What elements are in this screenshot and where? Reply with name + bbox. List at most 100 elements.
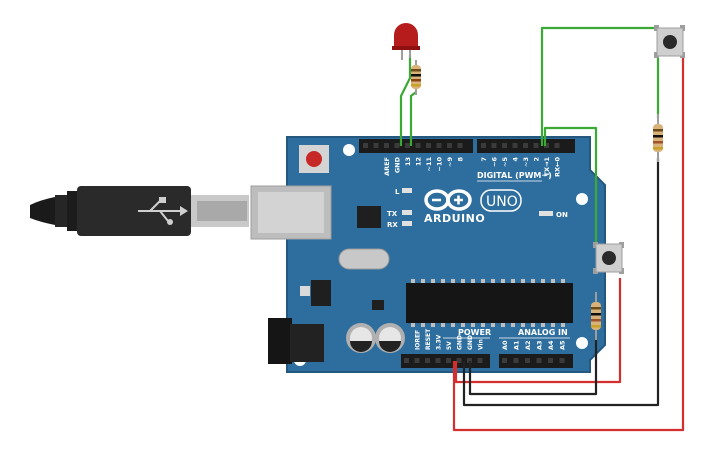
mount-hole — [576, 337, 588, 349]
pin-hole[interactable] — [477, 358, 483, 363]
pin-hole[interactable] — [523, 143, 528, 148]
regulator-tab — [300, 286, 310, 296]
pin-hole[interactable] — [456, 358, 462, 363]
digital-pin-label: GND — [394, 156, 402, 173]
led-tx-label: TX — [387, 210, 398, 218]
analog-pin-label: A0 — [501, 340, 509, 350]
digital-pin-label: ~6 — [491, 157, 499, 167]
usb-controller-chip — [357, 206, 381, 228]
power-pin-label: Vin — [478, 339, 485, 350]
power-pin-label: 3.3V — [436, 334, 443, 350]
resistor-button2[interactable] — [591, 292, 601, 340]
led-on — [539, 211, 553, 216]
digital-pin-label: TX→1 — [543, 157, 551, 177]
pin-hole[interactable] — [415, 143, 421, 148]
led-on-label: ON — [556, 211, 568, 219]
analog-pin-label: A5 — [559, 340, 567, 350]
wire-pin3-button2[interactable] — [543, 126, 598, 243]
digital-pin-label: 8 — [457, 157, 465, 162]
pin-hole[interactable] — [384, 143, 389, 148]
transistor — [372, 300, 384, 310]
wire-5v-button1[interactable] — [452, 58, 685, 432]
pin-hole[interactable] — [548, 358, 553, 363]
led-l-label: L — [395, 188, 400, 196]
led-l — [402, 188, 412, 193]
digital-pin-label: 2 — [533, 157, 541, 162]
wire-gnd-resistor1[interactable] — [462, 158, 660, 407]
digital-pin-label: ~3 — [522, 157, 530, 167]
led-rx — [402, 221, 412, 226]
led-rx-label: RX — [387, 221, 398, 229]
pin-hole[interactable] — [446, 358, 451, 363]
usb-icon — [138, 197, 188, 225]
digital-pin-label: ~11 — [425, 157, 433, 172]
power-pin-label: RESET — [425, 328, 432, 350]
analog-pin-label: A3 — [536, 340, 544, 350]
atmega-chip — [406, 279, 573, 327]
push-button-2[interactable] — [593, 242, 624, 274]
pin-hole[interactable] — [394, 143, 400, 148]
pin-hole[interactable] — [491, 143, 497, 148]
digital-pin-label: 12 — [415, 157, 423, 166]
wire-5v-button2[interactable] — [454, 278, 622, 384]
reset-button[interactable] — [299, 145, 329, 173]
pin-hole[interactable] — [481, 143, 486, 148]
digital-pin-label: 13 — [404, 157, 412, 166]
push-button-1[interactable] — [654, 25, 685, 58]
mount-hole — [576, 193, 588, 205]
pin-hole[interactable] — [525, 358, 530, 363]
pin-hole[interactable] — [559, 358, 565, 363]
crystal-oscillator — [338, 248, 390, 270]
voltage-regulator — [311, 280, 331, 306]
pin-hole[interactable] — [502, 358, 507, 363]
resistor-button1[interactable] — [653, 114, 663, 162]
analog-pin-label: A4 — [547, 340, 555, 350]
wire-gnd-resistor2[interactable] — [468, 336, 598, 396]
pin-hole[interactable] — [512, 143, 518, 148]
pin-hole[interactable] — [536, 358, 542, 363]
model-badge — [480, 189, 522, 212]
analog-label: ANALOG IN — [518, 328, 568, 337]
led-tx — [402, 210, 412, 215]
analog-pin-label: A2 — [524, 340, 532, 350]
power-header[interactable] — [401, 354, 490, 368]
pin-hole[interactable] — [544, 143, 549, 148]
resistor-led[interactable] — [411, 60, 421, 95]
pin-hole[interactable] — [447, 143, 452, 148]
power-jack — [268, 318, 324, 364]
power-pin-label: IOREF — [415, 330, 422, 350]
digital-pin-label: 4 — [512, 157, 520, 162]
power-pin-label: 5V — [446, 341, 453, 350]
red-led[interactable] — [392, 23, 420, 60]
wire-pin2-button1[interactable] — [540, 26, 655, 146]
digital-pin-label: AREF — [383, 157, 391, 176]
wire-pin13-resistor[interactable] — [409, 91, 417, 146]
pin-hole[interactable] — [554, 143, 560, 148]
pin-hole[interactable] — [373, 143, 379, 148]
pin-hole[interactable] — [363, 143, 368, 148]
wire-led-cathode-gnd[interactable] — [399, 55, 412, 146]
pin-hole[interactable] — [425, 358, 430, 363]
pin-hole[interactable] — [405, 143, 410, 148]
pin-hole[interactable] — [426, 143, 431, 148]
power-pin-label: GND — [457, 335, 464, 350]
digital-pin-label: ~9 — [446, 157, 454, 167]
digital-pin-label: 7 — [480, 157, 488, 162]
pin-hole[interactable] — [467, 358, 472, 363]
pin-hole[interactable] — [435, 358, 441, 363]
analog-header[interactable] — [499, 354, 573, 368]
pin-hole[interactable] — [513, 358, 519, 363]
pin-hole[interactable] — [502, 143, 507, 148]
capacitor — [375, 323, 405, 353]
analog-pin-label: A1 — [513, 340, 521, 350]
pin-hole[interactable] — [457, 143, 463, 148]
pin-hole[interactable] — [404, 358, 409, 363]
model-text: UNO — [486, 194, 518, 210]
pin-hole[interactable] — [436, 143, 442, 148]
pin-hole[interactable] — [533, 143, 539, 148]
usb-cable[interactable] — [30, 186, 249, 236]
power-pin-label: GND — [467, 335, 474, 350]
pin-hole[interactable] — [414, 358, 420, 363]
